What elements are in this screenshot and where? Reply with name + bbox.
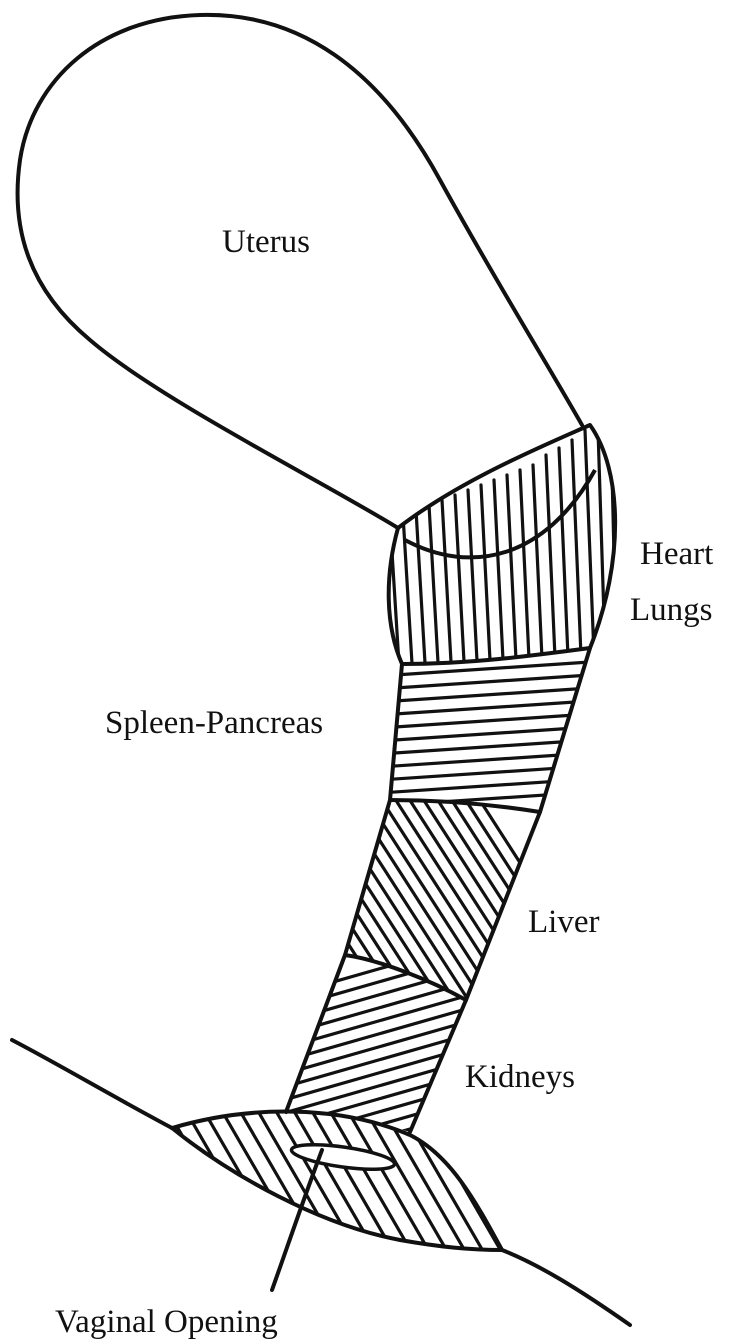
vaginal-opening-shape <box>290 1140 396 1174</box>
label-uterus: Uterus <box>222 224 310 260</box>
label-kidneys: Kidneys <box>465 1059 575 1095</box>
heart-lungs-zone <box>389 425 617 680</box>
spleen-pancreas-hatching <box>380 660 620 806</box>
label-vaginal-opening: Vaginal Opening <box>55 1304 278 1340</box>
kidneys-zone <box>270 940 480 1169</box>
baseline-curve <box>12 1040 172 1128</box>
kidneys-hatching <box>270 940 480 1169</box>
label-spleen-pancreas: Spleen-Pancreas <box>105 705 323 741</box>
vaginal-region-hatching <box>150 1080 566 1270</box>
label-lungs: Lungs <box>630 592 713 628</box>
liver-zone <box>230 760 634 1040</box>
label-liver: Liver <box>528 904 599 940</box>
vaginal-region <box>150 1080 566 1270</box>
spleen-pancreas-zone <box>380 648 620 812</box>
label-heart: Heart <box>640 536 713 572</box>
uterus-outline <box>18 15 582 528</box>
heart-lungs-hatching <box>390 430 617 680</box>
baseline-curve-right <box>502 1250 630 1325</box>
vaginal-opening-pointer <box>272 1150 322 1290</box>
